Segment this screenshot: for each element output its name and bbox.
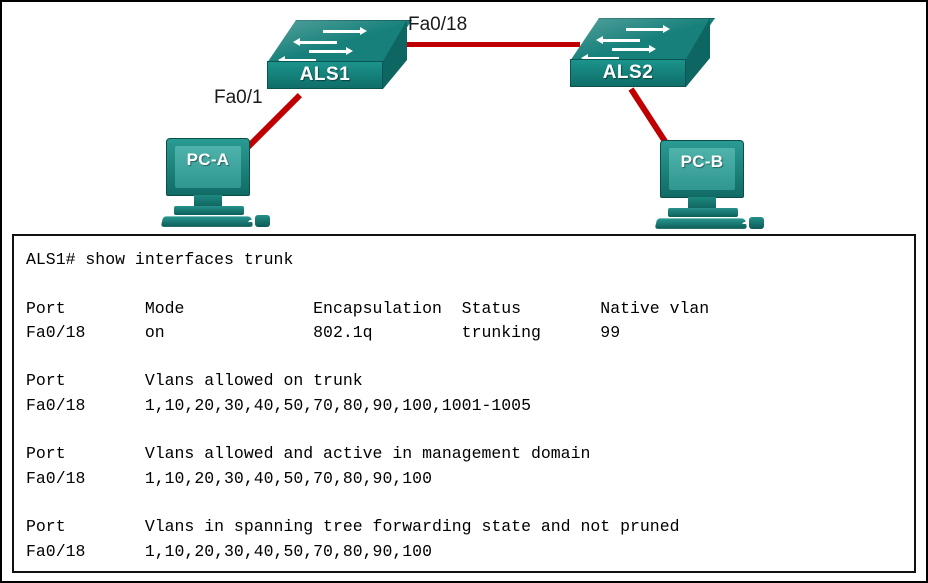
pca-stand-base [174,206,244,215]
switch-arrow-left-2 [581,54,619,62]
switch-arrow-left-1 [293,38,337,46]
port-label-fa0-1: Fa0/1 [214,87,263,108]
pcb-stand-neck [688,197,716,209]
cli-output-panel: ALS1# show interfaces trunk Port Mode En… [12,234,916,573]
host-pc-a[interactable]: PC-A [160,138,272,230]
switch-arrow-right-1 [626,25,670,33]
pcb-screen [669,148,735,190]
pca-screen [175,146,241,188]
host-pc-a-label: PC-A [186,150,230,169]
port-label-fa0-18: Fa0/18 [408,14,468,35]
link-als1-als2 [385,42,580,47]
cli-output-text: ALS1# show interfaces trunk Port Mode En… [26,250,710,561]
switch-als2[interactable]: ALS2 [570,18,716,88]
host-pc-b[interactable]: PC-B [654,140,766,232]
switch-arrow-left-1 [596,36,640,44]
pcb-stand-base [668,208,738,217]
switch-arrow-right-1 [323,27,367,35]
pca-monitor: PC-A [166,138,250,196]
pca-mouse [255,215,270,227]
pca-stand-neck [194,195,222,207]
switch-arrow-right-2 [612,45,656,53]
network-topology-diagram: ALS1 ALS2 PC-A [2,2,926,230]
pcb-monitor: PC-B [660,140,744,198]
switch-als1[interactable]: ALS1 [267,20,413,90]
pca-keyboard [160,216,254,227]
switch-arrow-left-2 [278,56,316,64]
host-pc-b-label: PC-B [680,152,724,171]
als2-front-face [570,59,686,87]
pcb-mouse [749,217,764,229]
pcb-keyboard [654,218,748,229]
switch-arrow-right-2 [309,47,353,55]
als1-front-face [267,61,383,89]
